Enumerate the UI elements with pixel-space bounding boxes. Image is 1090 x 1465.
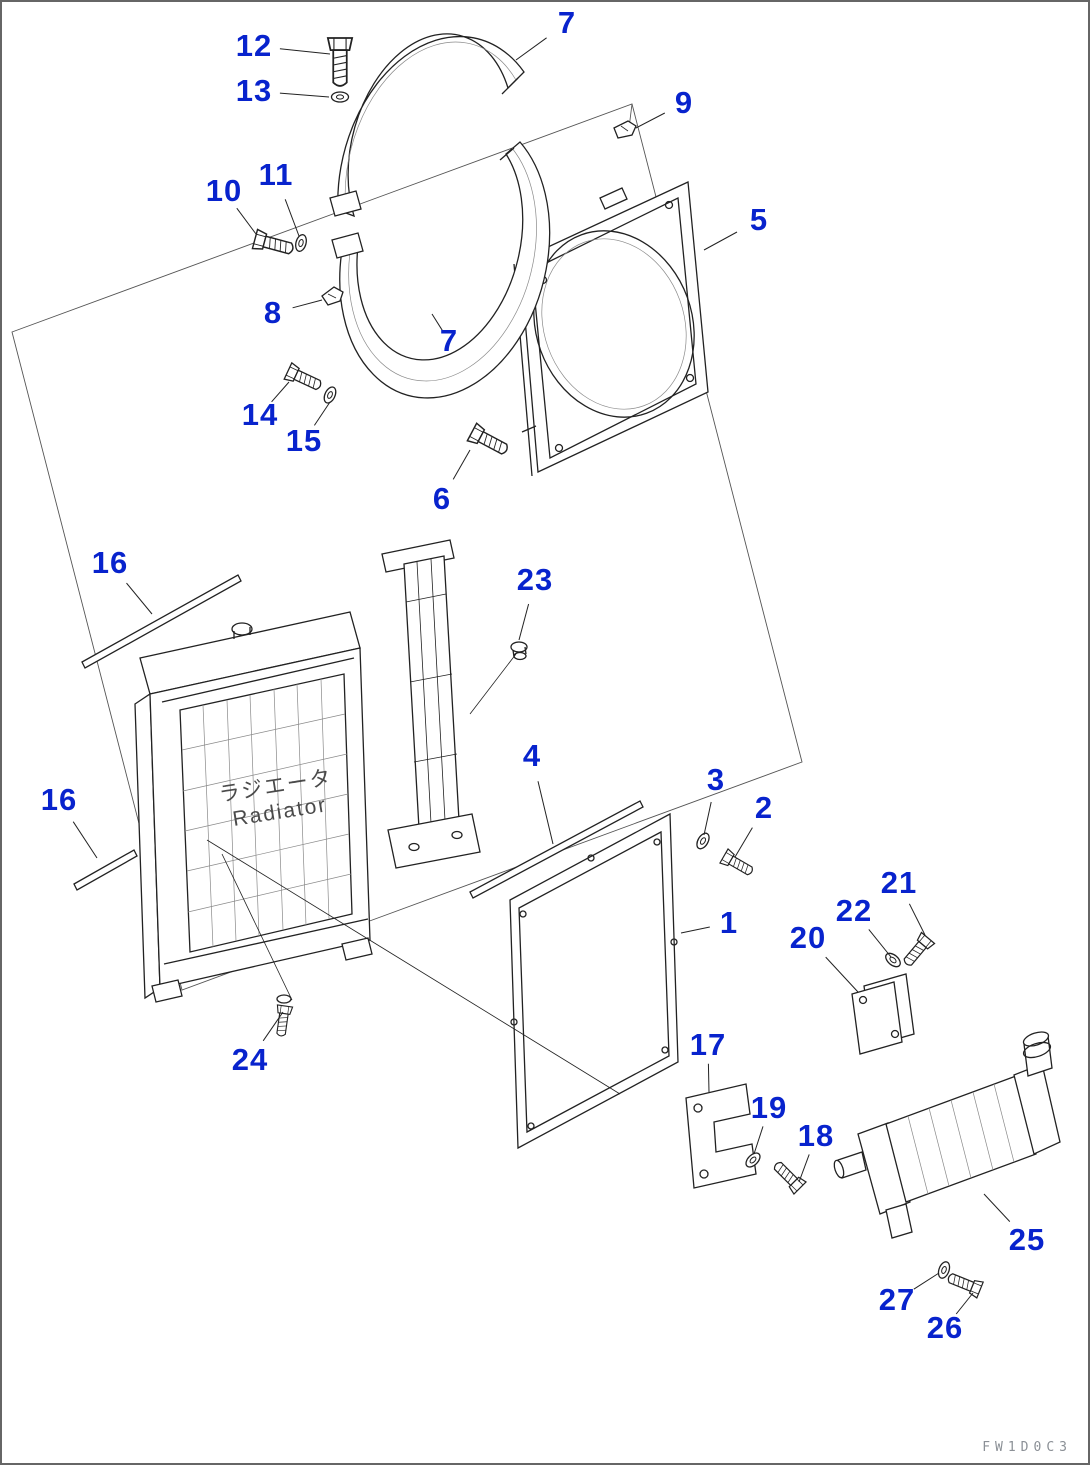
callout-7: 7 [439,323,459,358]
support-channel [381,539,481,869]
callout-6: 6 [432,481,452,516]
grommet-plug [510,641,528,661]
callout-4: 4 [522,738,542,773]
callout-18: 18 [797,1118,835,1153]
washer-3 [693,830,713,852]
bolt-24 [272,1004,294,1038]
reference-lines [206,653,621,1095]
side-panel [509,812,679,1150]
fan-guard-lower-half [331,141,551,399]
radiator [134,611,373,1004]
callout-25: 25 [1008,1222,1046,1257]
callout-26: 26 [926,1310,964,1345]
callout-16: 16 [40,782,78,817]
callout-24: 24 [231,1042,269,1077]
callout-2: 2 [754,790,774,825]
callout-leader-lines [72,37,1011,1315]
callout-1: 1 [719,905,739,940]
callout-5: 5 [749,202,769,237]
callout-22: 22 [835,893,873,928]
callout-23: 23 [516,562,554,597]
washer-15 [321,384,339,406]
washer-11 [293,232,309,254]
panel-seal-strip [469,800,644,899]
callout-7: 7 [557,5,577,40]
bolt-6 [466,422,512,460]
washer-13 [330,91,350,103]
callout-14: 14 [241,397,279,432]
bolt-14 [283,362,325,395]
callout-16: 16 [91,545,129,580]
callout-10: 10 [205,173,243,208]
guard-mounting-clip [321,286,344,306]
callout-19: 19 [750,1090,788,1125]
callout-9: 9 [674,85,694,120]
bolt-2 [719,848,757,880]
bolt-10 [251,228,296,260]
mounting-bracket [851,973,915,1055]
bolt-26 [944,1268,984,1299]
callout-15: 15 [285,423,323,458]
cooler-bracket [685,1083,757,1189]
callout-11: 11 [258,157,294,192]
oil-cooler [833,1031,1061,1239]
callout-17: 17 [689,1027,727,1062]
callout-27: 27 [878,1282,916,1317]
bolt-21 [899,931,936,970]
callout-12: 12 [235,28,273,63]
callout-13: 13 [235,73,273,108]
bolt-12 [326,37,354,87]
fan-guard-upper-half [329,33,525,218]
doc-code: FW1D0C3 [982,1440,1072,1455]
fan-shroud [513,181,709,477]
callout-21: 21 [880,865,918,900]
radiator-mounting-strips [73,574,242,891]
shroud-mounting-clip [613,120,637,139]
bolt-18 [769,1157,807,1195]
washer-22 [882,950,904,970]
callout-20: 20 [789,920,827,955]
callout-3: 3 [706,762,726,797]
callout-8: 8 [263,295,283,330]
